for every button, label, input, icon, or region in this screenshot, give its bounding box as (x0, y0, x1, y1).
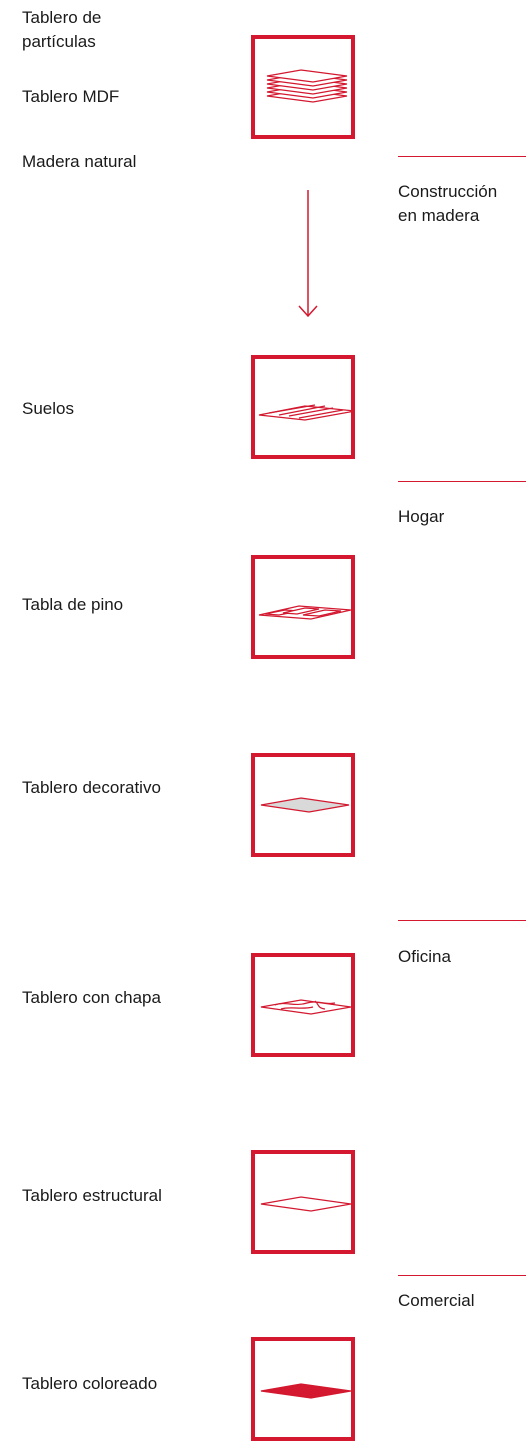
floor-planks-box (251, 355, 355, 459)
decorative-panel-icon (260, 797, 350, 813)
category-rule-office (398, 920, 526, 921)
category-rule-construction (398, 156, 526, 157)
product-label-floors: Suelos (22, 399, 74, 418)
colored-panel-icon (260, 1383, 351, 1399)
veneer-panel-box (251, 953, 355, 1057)
product-label-veneer-panel: Tablero con chapa (22, 988, 161, 1007)
structural-panel-icon (260, 1196, 351, 1212)
product-label-colored-panel: Tablero coloreado (22, 1374, 158, 1393)
pine-board-box (251, 555, 355, 659)
category-label-construction: Construcción en madera (398, 182, 498, 225)
pine-board-icon (258, 605, 351, 620)
material-label-particle-board: Tablero de partículas (22, 8, 102, 51)
category-rule-home (398, 481, 526, 482)
stacked-sheets-icon (266, 69, 348, 103)
material-label-mdf-board: Tablero MDF (22, 87, 120, 106)
category-rule-commercial (398, 1275, 526, 1276)
category-label-home: Hogar (398, 507, 445, 526)
product-label-decorative-panel: Tablero decorativo (22, 778, 161, 797)
category-label-office: Oficina (398, 947, 451, 966)
product-label-structural-panel: Tablero estructural (22, 1186, 162, 1205)
product-label-pine-board: Tabla de pino (22, 595, 124, 614)
material-label-natural-wood: Madera natural (22, 152, 137, 171)
colored-panel-box (251, 1337, 355, 1441)
floor-planks-icon (258, 404, 351, 421)
decorative-panel-box (251, 753, 355, 857)
stacked-sheets-box (251, 35, 355, 139)
category-label-commercial: Comercial (398, 1291, 475, 1310)
structural-panel-box (251, 1150, 355, 1254)
veneer-panel-icon (260, 999, 351, 1015)
down-arrow-icon (298, 190, 318, 318)
